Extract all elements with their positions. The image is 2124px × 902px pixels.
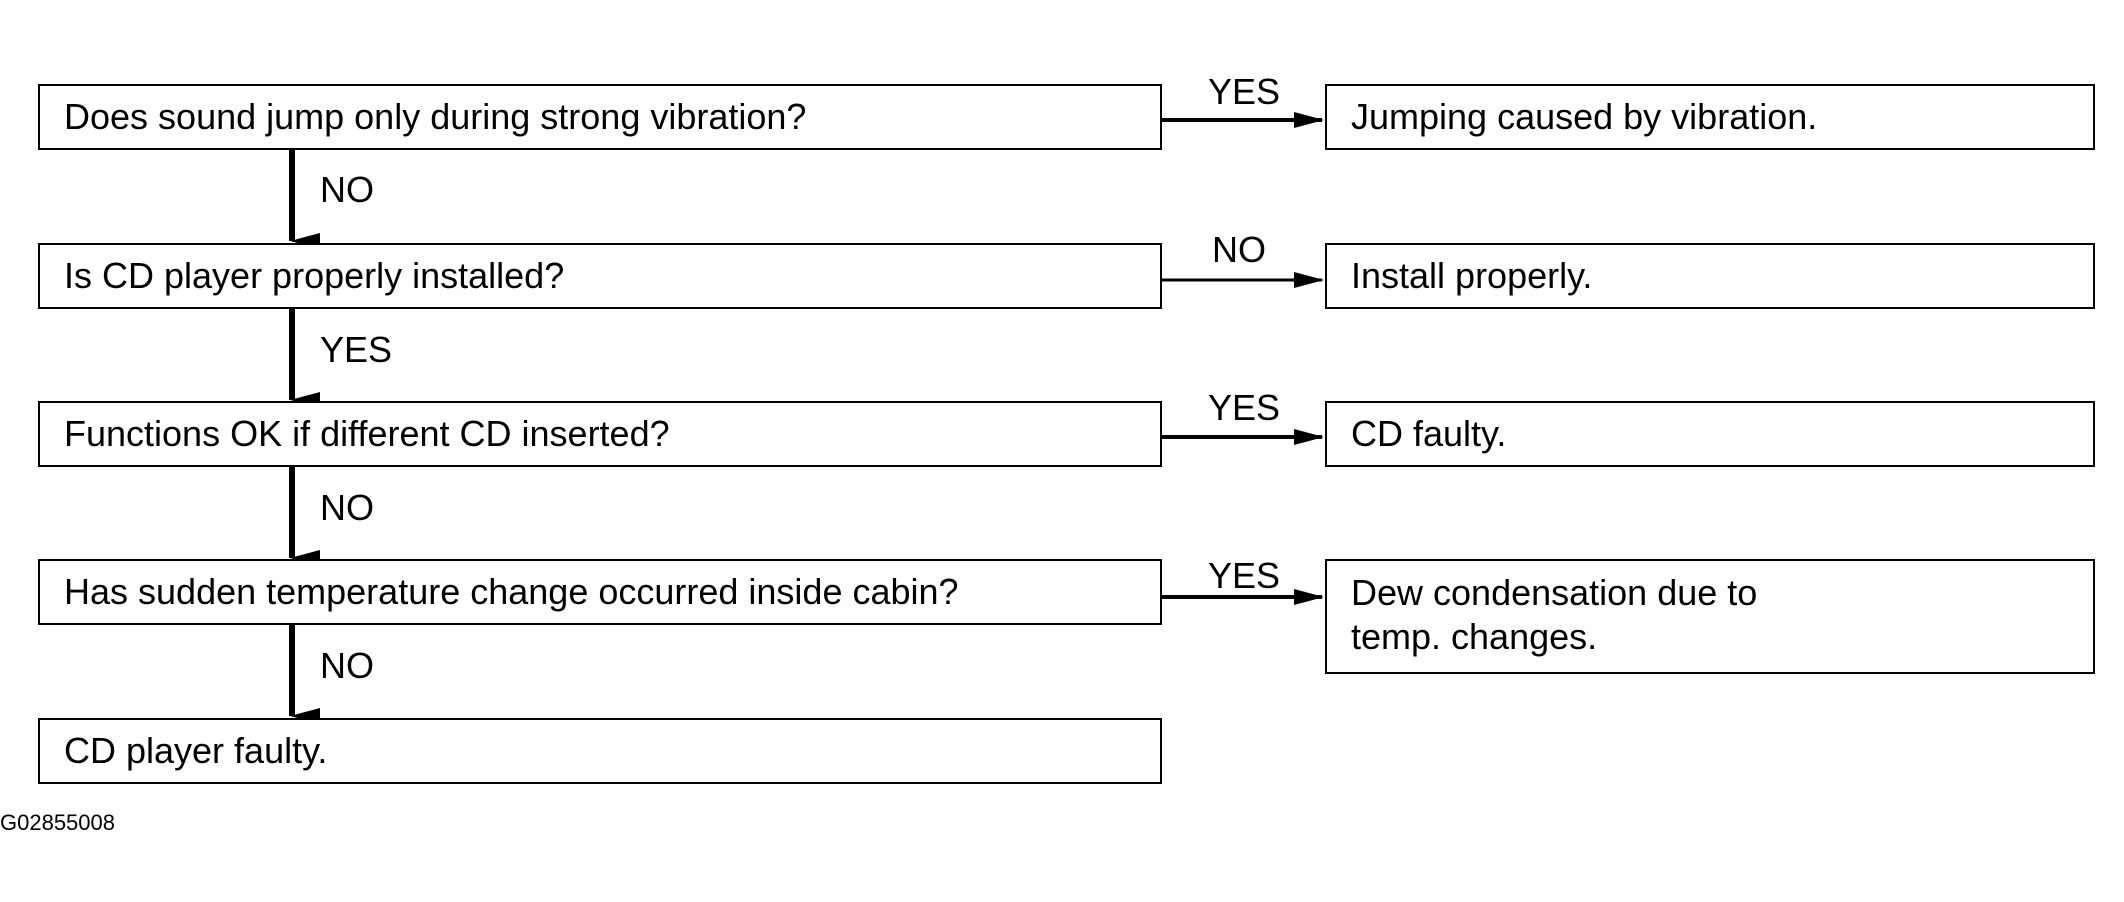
outcome-box-4: Dew condensation due to temp. changes. <box>1325 559 2095 674</box>
branch-label-right-3: YES <box>1208 387 1281 428</box>
outcome-text-4-line2: temp. changes. <box>1351 616 1598 657</box>
outcome-text-4-line1: Dew condensation due to <box>1351 572 1758 613</box>
outcome-box-1: Jumping caused by vibration. <box>1325 84 2095 150</box>
outcome-text-1: Jumping caused by vibration. <box>1351 96 1818 137</box>
branch-label-down-3: NO <box>320 487 374 528</box>
outcome-text-3: CD faulty. <box>1351 413 1507 454</box>
outcome-box-2: Install properly. <box>1325 243 2095 309</box>
question-box-3: Functions OK if different CD inserted? <box>38 401 1162 467</box>
question-text-3: Functions OK if different CD inserted? <box>64 413 670 454</box>
outcome-box-3: CD faulty. <box>1325 401 2095 467</box>
question-text-2: Is CD player properly installed? <box>64 255 565 296</box>
question-box-1: Does sound jump only during strong vibra… <box>38 84 1162 150</box>
outcome-text-2: Install properly. <box>1351 255 1593 296</box>
final-result-text: CD player faulty. <box>64 730 328 771</box>
branch-label-right-2: NO <box>1212 229 1266 270</box>
branch-label-down-2: YES <box>320 329 393 370</box>
figure-reference-code: G02855008 <box>0 810 115 835</box>
question-box-4: Has sudden temperature change occurred i… <box>38 559 1162 625</box>
branch-label-right-1: YES <box>1208 71 1281 112</box>
question-text-4: Has sudden temperature change occurred i… <box>64 571 959 612</box>
branch-label-right-4: YES <box>1208 555 1281 596</box>
question-box-2: Is CD player properly installed? <box>38 243 1162 309</box>
question-text-1: Does sound jump only during strong vibra… <box>64 96 807 137</box>
final-result-box: CD player faulty. <box>38 718 1162 784</box>
branch-label-down-4: NO <box>320 645 374 686</box>
branch-label-down-1: NO <box>320 169 374 210</box>
